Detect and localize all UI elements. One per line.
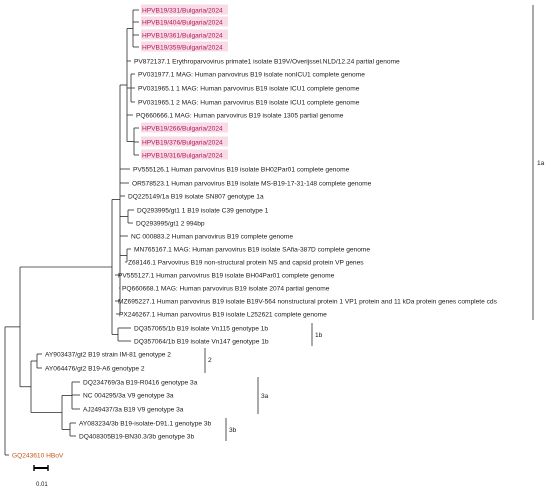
clade-label-1a: 1a [537, 160, 545, 167]
clade-label-3b: 3b [229, 427, 237, 434]
clade-label-1b: 1b [315, 332, 323, 339]
scale-bar: 0.01 [33, 465, 49, 488]
leaf-label: DQ225149/1a B19 isolate SN807 genotype 1… [128, 193, 264, 200]
highlight-background [141, 122, 228, 133]
highlight-background [141, 16, 228, 27]
leaf-label: MZ695227.1 Human parvovirus B19 isolate … [118, 298, 498, 305]
leaf-label: DQ357065/1b B19 isolate Vn115 genotype 1… [134, 325, 268, 332]
highlight-background [141, 136, 228, 147]
leaf-label: PV031977.1 MAG: Human parvovirus B19 iso… [138, 71, 365, 78]
outgroup-label: GQ243610 HBoV [12, 452, 64, 459]
highlight-background [141, 29, 228, 40]
leaf-labels: HPVB19/331/Bulgaria/2024HPVB19/404/Bulga… [12, 4, 498, 459]
leaf-label: HPVB19/266/Bulgaria/2024 [142, 125, 223, 132]
leaf-label: PV031965.1 1 MAG: Human parvovirus B19 i… [138, 85, 360, 92]
tree-branches [4, 9, 139, 456]
leaf-label: AY903437/gt2 B19 strain IM-81 genotype 2 [45, 351, 171, 358]
leaf-label: NC 000883.2 Human parvovirus B19 complet… [131, 233, 293, 240]
leaf-label: PV031965.1 2 MAG: Human parvovirus B19 i… [138, 99, 360, 106]
clade-brackets: 1a 1b 2 3a 3b [204, 5, 545, 441]
clade-label-2: 2 [208, 357, 212, 364]
leaf-label: NC 004295/3a V9 genotype 3a [83, 392, 174, 399]
leaf-label: HPVB19/331/Bulgaria/2024 [142, 7, 223, 14]
leaf-label: DQ357064/1b B19 isolate Vn147 genotype 1… [134, 338, 269, 345]
leaf-label: AY083234/3b B19-isolate-D91.1 genotype 3… [79, 420, 212, 427]
leaf-label: DQ408305B19-BN30.3/3b genotype 3b [79, 433, 194, 440]
highlight-background [141, 4, 228, 15]
leaf-label: Z68146.1 Parvovirus B19 non-structural p… [128, 259, 364, 266]
clade-label-3a: 3a [261, 393, 269, 400]
leaf-label: HPVB19/361/Bulgaria/2024 [142, 32, 223, 39]
leaf-label: DQ234769/3a B19-R0416 genotype 3a [83, 379, 198, 386]
leaf-label: HPVB19/376/Bulgaria/2024 [142, 139, 223, 146]
scale-bar-label: 0.01 [36, 482, 48, 488]
leaf-label: MN765167.1 MAG: Human parvovirus B19 iso… [134, 246, 370, 253]
leaf-label: HPVB19/316/Bulgaria/2024 [142, 152, 223, 159]
leaf-label: HPVB19/404/Bulgaria/2024 [142, 19, 223, 26]
leaf-label: PV555126.1 Human parvovirus B19 isolate … [133, 166, 350, 173]
leaf-label: PQ660666.1 MAG: Human parvovirus B19 iso… [136, 112, 344, 119]
leaf-label: DQ293995/gt1 2 994bp [136, 220, 205, 227]
leaf-label: OR578523.1 Human parvovirus B19 isolate … [132, 180, 372, 187]
highlight-background [141, 149, 228, 160]
highlight-background [141, 41, 228, 52]
leaf-label: HPVB19/359/Bulgaria/2024 [142, 44, 223, 51]
leaf-label: AY064476/gt2 B19-A6 genotype 2 [45, 365, 145, 372]
leaf-label: PQ660668.1 MAG: Human parvovirus B19 iso… [122, 285, 330, 292]
leaf-label: AJ249437/3a B19 V9 genotype 3a [83, 406, 184, 413]
leaf-label: PV872137.1 Erythroparvovirus primate1 is… [134, 58, 400, 65]
leaf-label: PV555127.1 Human parvovirus B19 isolate … [118, 272, 335, 279]
leaf-label: DQ293995/gt1 1 B19 isolate C39 genotype … [137, 207, 269, 214]
leaf-label: PX246267.1 Human parvovirus B19 isolate … [119, 311, 327, 318]
